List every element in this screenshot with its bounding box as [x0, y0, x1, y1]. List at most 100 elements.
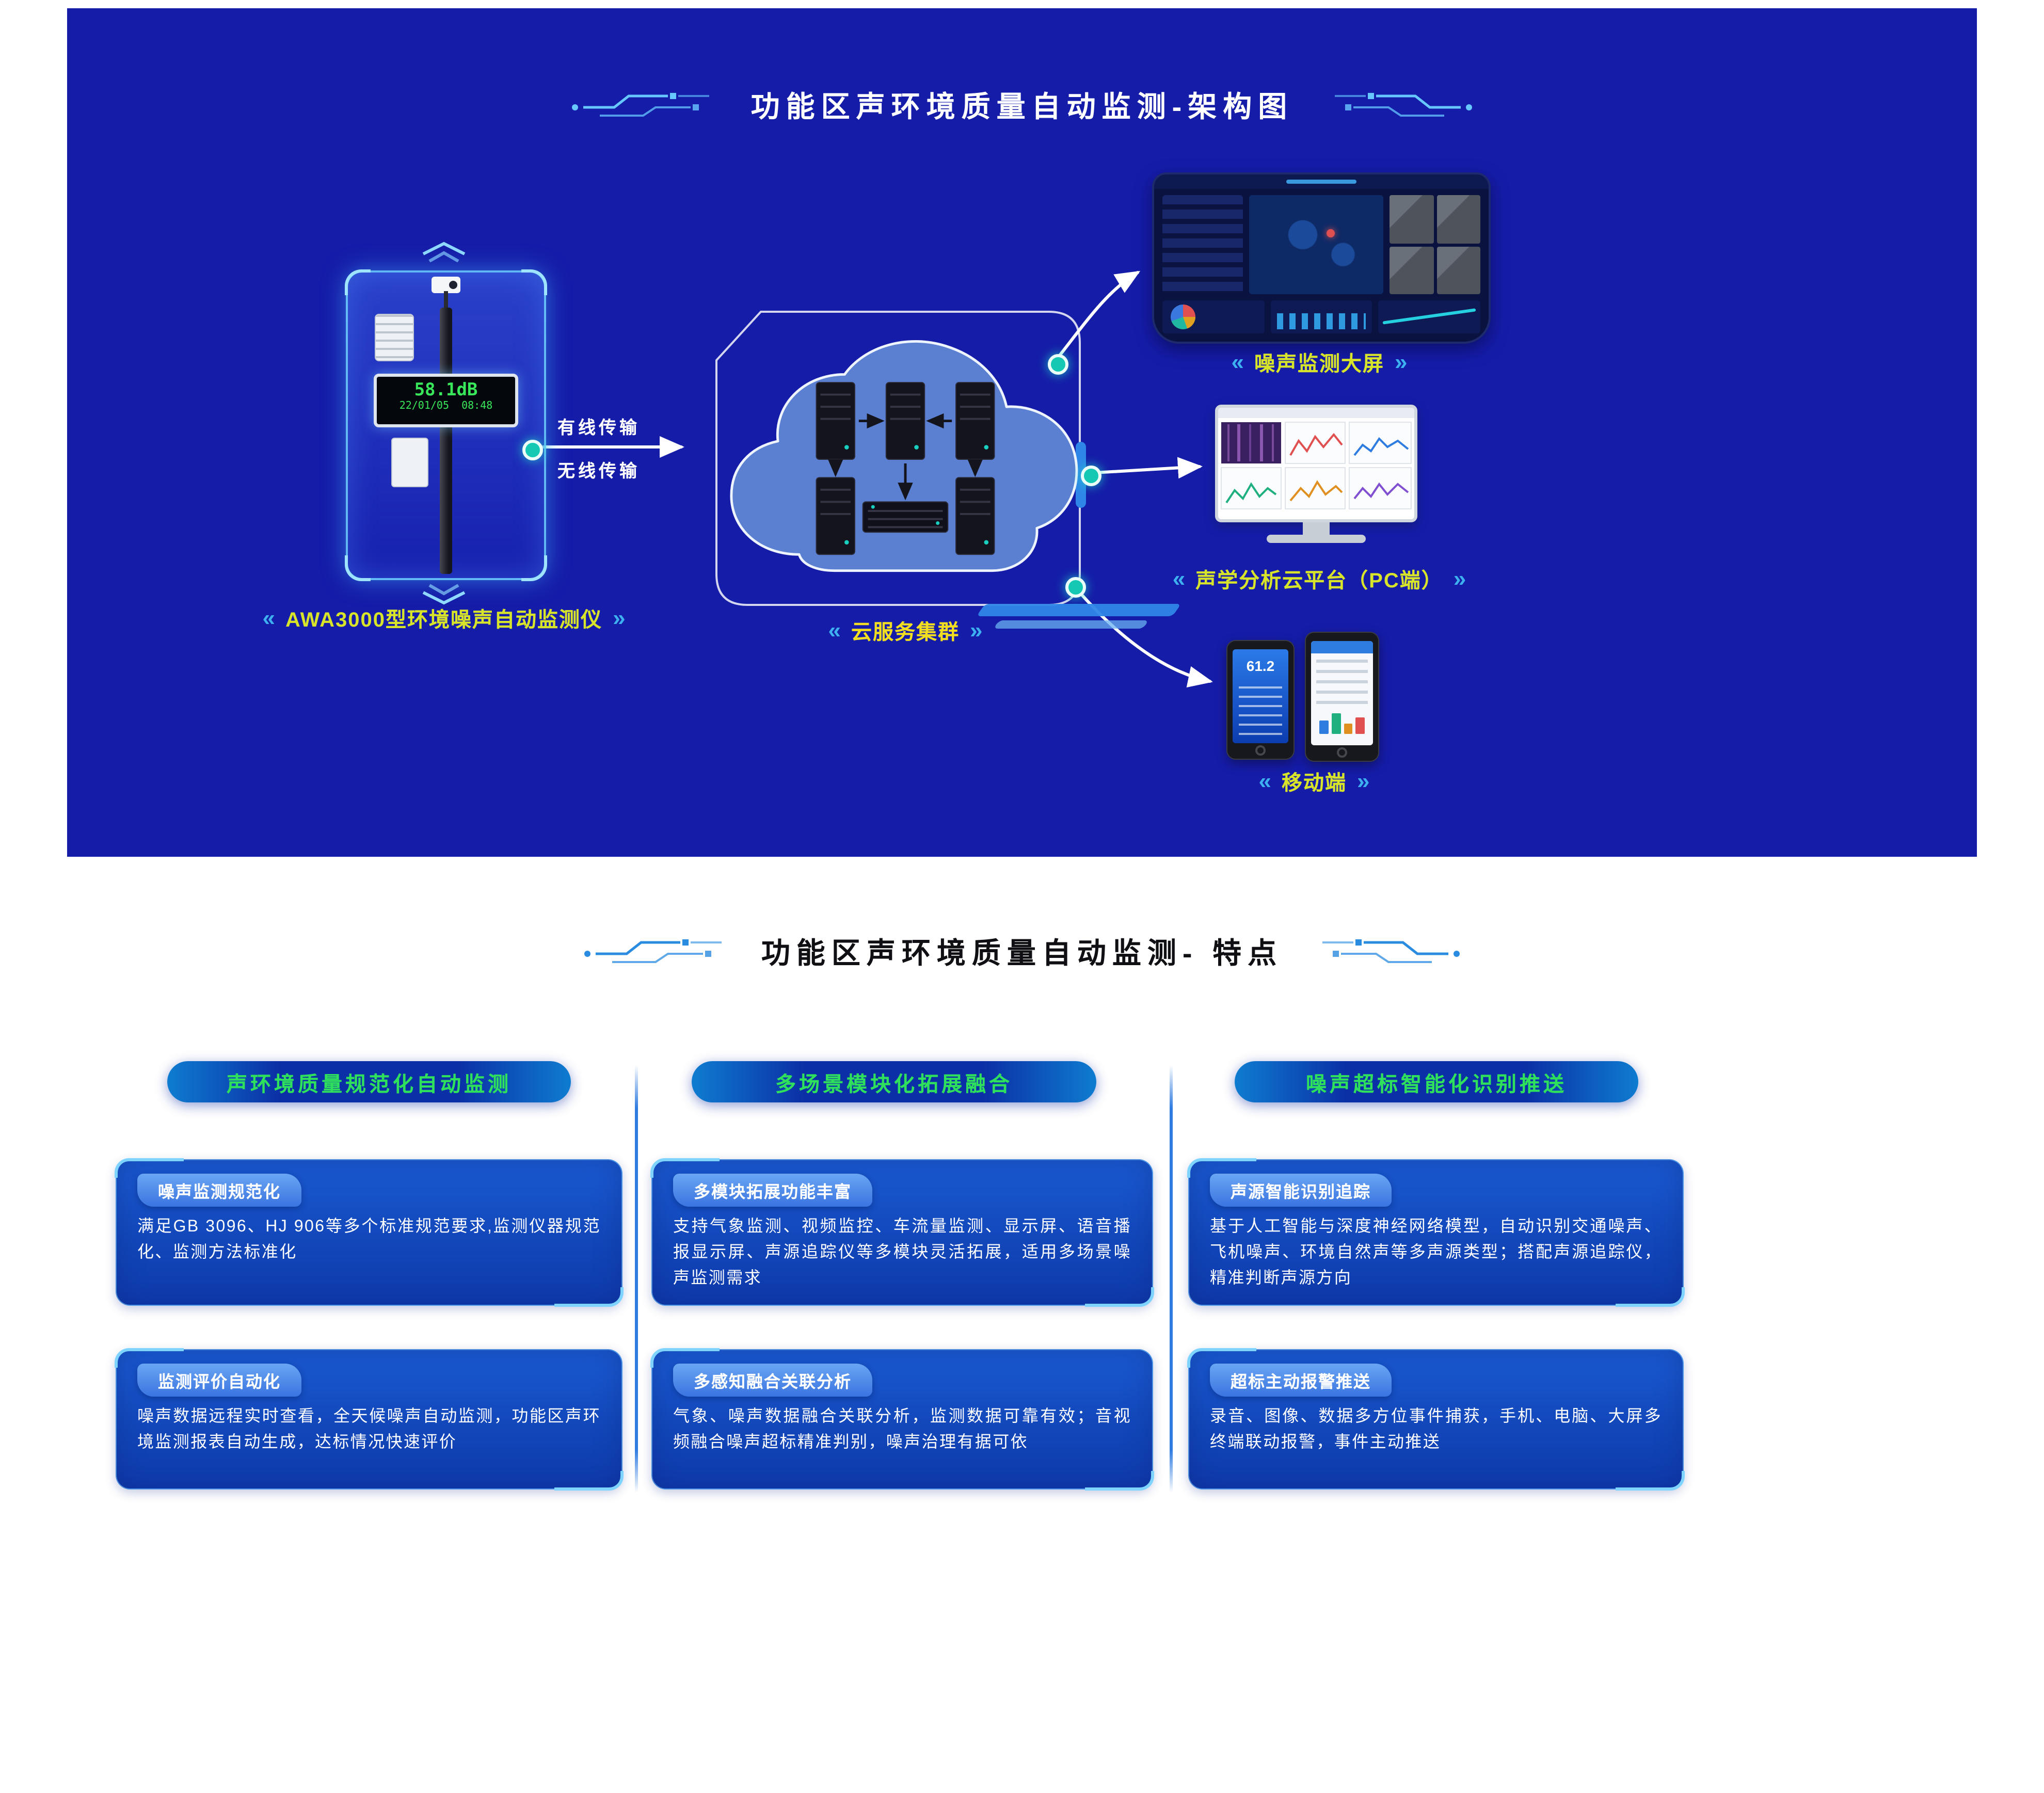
feature-tag-label: 噪声监测规范化 [158, 1184, 281, 1202]
feature-tag-badge: 监测评价自动化 [137, 1364, 302, 1397]
device-label: « AWA3000型环境噪声自动监测仪 » [237, 603, 650, 633]
phone-db-value: 61.2 [1246, 658, 1275, 674]
bigscreen-video-wall [1390, 195, 1480, 294]
pc-monitor [1215, 405, 1417, 543]
features-title: 功能区声环境质量自动监测- 特点 [761, 937, 1283, 969]
connector-dot [1065, 577, 1086, 598]
bigscreen-list-panel [1162, 195, 1243, 294]
bigscreen-label: « 噪声监测大屏 » [1154, 347, 1484, 377]
feature-card: 声源智能识别追踪 基于人工智能与深度神经网络模型，自动识别交通噪声、飞机噪声、环… [1187, 1158, 1685, 1307]
feature-card-text: 支持气象监测、视频监控、车流量监测、显示屏、语音播报显示屏、声源追踪仪等多模块灵… [673, 1218, 1131, 1287]
pc-platform-label: « 声学分析云平台（PC端） » [1139, 564, 1500, 594]
feature-tag-label: 超标主动报警推送 [1231, 1374, 1371, 1391]
device-mast [444, 291, 448, 312]
connector-dot [1081, 466, 1101, 486]
feature-column-header-1: 声环境质量规范化自动监测 [167, 1061, 571, 1102]
features-header: 功能区声环境质量自动监测- 特点 [0, 931, 2044, 972]
cloud-cluster [703, 322, 1108, 599]
feature-card-text: 基于人工智能与深度神经网络模型，自动识别交通噪声、飞机噪声、环境自然声等多声源类… [1210, 1218, 1662, 1287]
mobile-label: « 移动端 » [1221, 766, 1407, 796]
server-icon [816, 477, 855, 555]
line-chart-thumb [1378, 300, 1481, 333]
chevron-left-icon: « [1172, 565, 1186, 591]
mobile-label-text: 移动端 [1282, 772, 1347, 795]
home-button-icon [1255, 745, 1266, 756]
dashboard-big-screen [1152, 172, 1491, 344]
connector-dot [522, 440, 543, 460]
column-divider [635, 1065, 638, 1493]
chevron-left-icon: « [1231, 348, 1244, 374]
device-display-db: 58.1dB [414, 380, 478, 401]
feature-card-text: 录音、图像、数据多方位事件捕获，手机、电脑、大屏多终端联动报警，事件主动推送 [1210, 1408, 1662, 1451]
architecture-header: 功能区声环境质量自动监测-架构图 [67, 85, 1977, 126]
camera-icon [432, 277, 460, 293]
chevron-right-icon: » [613, 604, 626, 630]
bigscreen-label-text: 噪声监测大屏 [1254, 353, 1384, 376]
feature-card: 噪声监测规范化 满足GB 3096、HJ 906等多个标准规范要求,监测仪器规范… [115, 1158, 624, 1307]
chevron-left-icon: « [262, 604, 275, 630]
sensor-box [375, 314, 414, 361]
feature-tag-label: 多模块拓展功能丰富 [694, 1184, 852, 1202]
feature-column-header-2: 多场景模块化拓展融合 [692, 1061, 1096, 1102]
server-icon [816, 382, 855, 460]
chevron-left-icon: « [828, 617, 841, 643]
phone-screen [1311, 641, 1373, 745]
cloud-label-text: 云服务集群 [851, 621, 960, 644]
circuit-decoration-icon [572, 93, 710, 117]
chevron-up-icon [422, 242, 466, 262]
phone-right [1305, 632, 1379, 762]
control-box [391, 438, 428, 487]
feature-column-header-label: 声环境质量规范化自动监测 [227, 1073, 512, 1096]
chevron-left-icon: « [1258, 767, 1272, 793]
home-button-icon [1337, 747, 1347, 758]
noise-monitor-device: 58.1dB 22/01/05 08:48 [345, 269, 547, 581]
circuit-decoration-icon [584, 939, 722, 963]
feature-tag-label: 监测评价自动化 [158, 1374, 281, 1391]
feature-card: 监测评价自动化 噪声数据远程实时查看，全天候噪声自动监测，功能区声环境监测报表自… [115, 1348, 624, 1491]
video-tile [1436, 195, 1480, 243]
mobile-phones: 61.2 [1226, 630, 1381, 766]
feature-card-text: 噪声数据远程实时查看，全天候噪声自动监测，功能区声环境监测报表自动生成，达标情况… [137, 1408, 601, 1451]
video-tile [1390, 195, 1433, 243]
feature-tag-badge: 多模块拓展功能丰富 [673, 1174, 873, 1207]
bar-chart-thumb [1270, 300, 1372, 333]
bigscreen-header [1154, 174, 1489, 189]
circuit-decoration-icon [1322, 939, 1460, 963]
feature-card: 超标主动报警推送 录音、图像、数据多方位事件捕获，手机、电脑、大屏多终端联动报警… [1187, 1348, 1685, 1491]
monitor-charts [1218, 408, 1414, 509]
feature-column-header-label: 多场景模块化拓展融合 [775, 1073, 1013, 1096]
pc-platform-label-text: 声学分析云平台（PC端） [1195, 570, 1443, 593]
device-label-text: AWA3000型环境噪声自动监测仪 [285, 609, 603, 632]
chevron-right-icon: » [1453, 565, 1466, 591]
monitor-screen [1215, 405, 1417, 522]
feature-card: 多模块拓展功能丰富 支持气象监测、视频监控、车流量监测、显示屏、语音播报显示屏、… [650, 1158, 1154, 1307]
architecture-title: 功能区声环境质量自动监测-架构图 [750, 91, 1294, 123]
video-tile [1390, 246, 1433, 294]
cloud-icon [730, 340, 1078, 572]
feature-card-text: 气象、噪声数据融合关联分析，监测数据可靠有效；音视频融合噪声超标精准判别，噪声治… [673, 1408, 1131, 1451]
device-pole [440, 308, 452, 574]
feature-card-text: 满足GB 3096、HJ 906等多个标准规范要求,监测仪器规范化、监测方法标准… [137, 1218, 601, 1261]
chevron-right-icon: » [1357, 767, 1370, 793]
feature-column-header-3: 噪声超标智能化识别推送 [1235, 1061, 1638, 1102]
device-display: 58.1dB 22/01/05 08:48 [374, 374, 518, 427]
server-icon [885, 382, 925, 460]
chevron-right-icon: » [970, 617, 983, 643]
bigscreen-map-panel [1249, 195, 1383, 294]
monitor-stand-neck [1303, 522, 1330, 535]
video-tile [1436, 246, 1480, 294]
chevron-right-icon: » [1395, 348, 1408, 374]
feature-tag-label: 声源智能识别追踪 [1231, 1184, 1371, 1202]
connector-dot [1048, 354, 1068, 375]
monitor-stand-base [1267, 535, 1366, 543]
phone-left: 61.2 [1226, 640, 1295, 760]
feature-tag-badge: 多感知融合关联分析 [673, 1364, 873, 1397]
device-display-datetime: 22/01/05 08:48 [399, 401, 493, 412]
circuit-decoration-icon [1334, 93, 1472, 117]
feature-tag-badge: 声源智能识别追踪 [1210, 1174, 1392, 1207]
storage-rack-icon [862, 501, 949, 533]
feature-card: 多感知融合关联分析 气象、噪声数据融合关联分析，监测数据可靠有效；音视频融合噪声… [650, 1348, 1154, 1491]
bigscreen-chart-row [1162, 300, 1481, 333]
feature-tag-badge: 噪声监测规范化 [137, 1174, 302, 1207]
